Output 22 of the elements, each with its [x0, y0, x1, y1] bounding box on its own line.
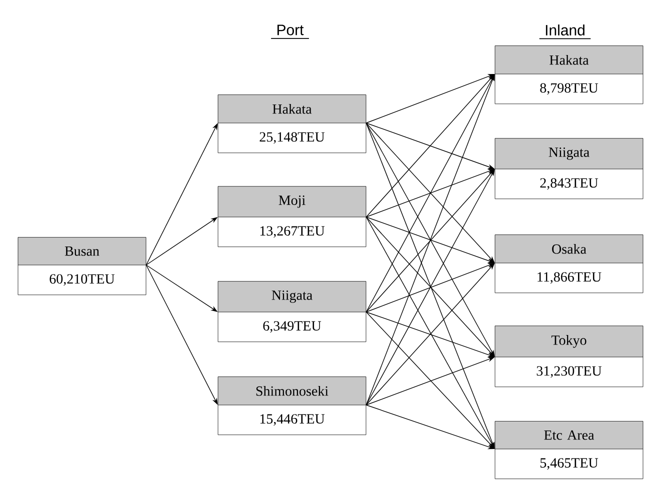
station-box: Busan 60,210TEU — [18, 237, 146, 296]
node-label: 31,230TEU — [536, 366, 602, 378]
station-box: Shimonoseki 15,446TEU — [218, 376, 366, 436]
column-heading: Inland — [538, 24, 592, 40]
station-box: Tokyo 31,230TEU — [494, 326, 644, 388]
station-box: Niigata 6,349TEU — [218, 281, 366, 342]
node-label: 15,446TEU — [260, 414, 325, 426]
node-label: 2,843TEU — [540, 178, 598, 190]
node-label: 6,349TEU — [263, 321, 322, 333]
node-label: 8,798TEU — [540, 83, 598, 95]
station-box: Osaka 11,866TEU — [494, 234, 644, 294]
station-box: Hakata 25,148TEU — [218, 94, 366, 154]
node-label: 60,210TEU — [50, 274, 115, 286]
node-label: 11,866TEU — [538, 272, 602, 284]
station-box: Moji 13,267TEU — [218, 186, 366, 248]
station-box: Etc Area 5,465TEU — [494, 421, 644, 480]
column-heading: Port — [270, 24, 310, 39]
node-label: 13,267TEU — [260, 226, 325, 238]
station-box: Niigata 2,843TEU — [494, 138, 644, 200]
node-label: 25,148TEU — [260, 132, 325, 144]
node-label: 5,465TEU — [540, 458, 598, 470]
station-box: Hakata 8,798TEU — [494, 46, 644, 104]
